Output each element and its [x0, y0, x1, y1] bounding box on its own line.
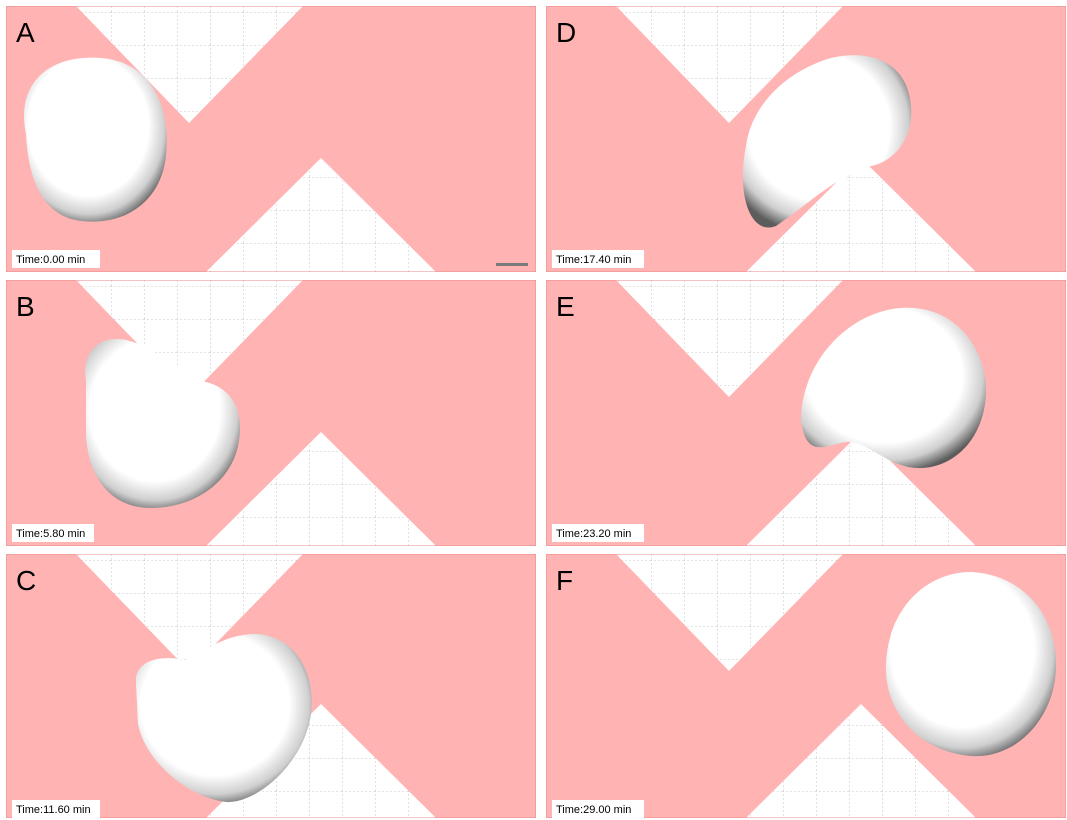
panel-c: C Time:11.60 min — [6, 554, 536, 820]
time-label: Time:17.40 min — [556, 254, 631, 266]
panel-a-figure: A Time:0.00 min — [6, 6, 536, 272]
panel-e-figure: E Time:23.20 min — [546, 280, 1066, 546]
panel-label: E — [556, 291, 575, 322]
panel-label: B — [16, 291, 35, 322]
panel-d-figure: D Time:17.40 min — [546, 6, 1066, 272]
scale-bar — [496, 263, 528, 266]
panel-label: F — [556, 565, 573, 596]
panel-e: E Time:23.20 min — [546, 280, 1067, 546]
panel-f: F Time:29.00 min — [546, 554, 1067, 820]
panel-b-figure: B Time:5.80 min — [6, 280, 536, 546]
panel-label: D — [556, 17, 576, 48]
panel-label: A — [16, 17, 35, 48]
time-label: Time:5.80 min — [16, 528, 85, 540]
panel-a: A Time:0.00 min — [6, 6, 536, 272]
time-label: Time:0.00 min — [16, 254, 85, 266]
panel-label: C — [16, 565, 36, 596]
panel-c-figure: C Time:11.60 min — [6, 554, 536, 818]
cell-shape — [24, 58, 167, 222]
panel-b: B Time:5.80 min — [6, 280, 536, 546]
panel-d: D Time:17.40 min — [546, 6, 1067, 272]
time-label: Time:29.00 min — [556, 804, 631, 816]
panel-f-figure: F Time:29.00 min — [546, 554, 1066, 818]
time-label: Time:23.20 min — [556, 528, 631, 540]
cell-shape — [886, 572, 1056, 756]
time-label: Time:11.60 min — [16, 804, 91, 816]
